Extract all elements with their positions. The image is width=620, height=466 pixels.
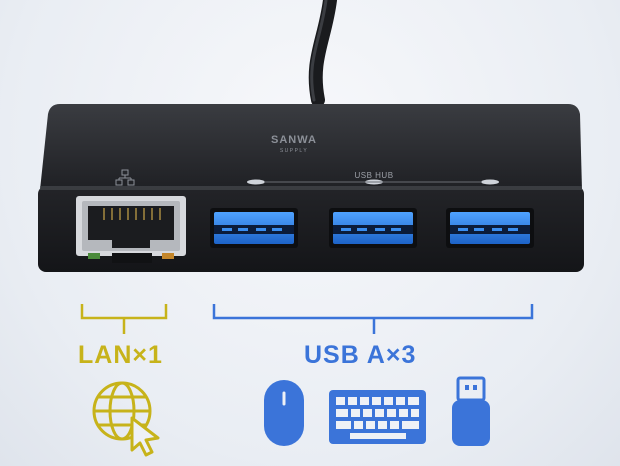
usb-hub-label: USB HUB xyxy=(354,171,393,180)
brand-bottom: SUPPLY xyxy=(280,148,308,154)
usb-port-2 xyxy=(329,208,417,248)
keyboard-icon xyxy=(329,390,426,444)
activity-led xyxy=(162,253,174,259)
brand-top: SANWA xyxy=(271,134,317,146)
lan-bracket xyxy=(80,304,168,334)
usb-bracket xyxy=(212,304,534,334)
usb-count-label: USB A×3 xyxy=(304,341,417,369)
usb-port-1 xyxy=(210,208,298,248)
lan-count-label: LAN×1 xyxy=(78,341,163,369)
hub-front-edge xyxy=(40,186,582,190)
led-dot xyxy=(481,179,499,185)
hub-top xyxy=(40,104,582,190)
mouse-icon xyxy=(264,380,304,446)
lan-symbol-icon xyxy=(115,169,135,186)
rj45-port xyxy=(76,196,186,263)
cable xyxy=(308,0,337,107)
led-dot xyxy=(247,179,265,185)
link-led xyxy=(88,253,100,259)
usb-port-3 xyxy=(446,208,534,248)
globe-cursor-icon xyxy=(92,381,160,457)
usb-flash-drive-icon xyxy=(452,376,490,446)
cable-highlight xyxy=(310,0,328,102)
